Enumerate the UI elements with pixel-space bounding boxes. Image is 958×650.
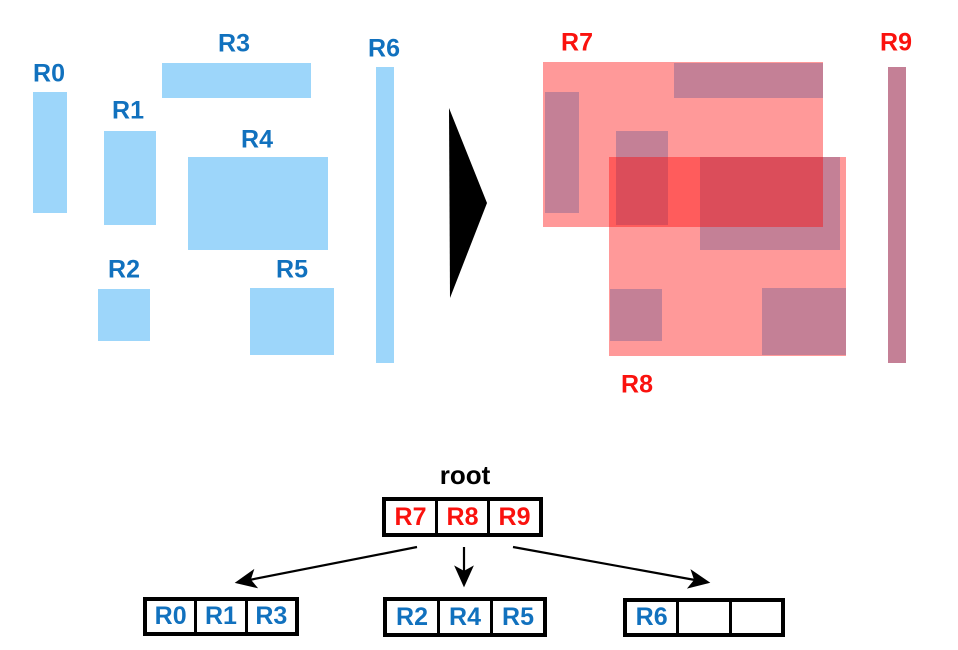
left-rect-label-R5: R5	[276, 255, 308, 284]
left-rect-label-R6: R6	[368, 34, 400, 63]
left-rect-R4	[188, 157, 328, 250]
tree-cell-R6: R6	[635, 603, 668, 631]
right-rect-R4	[700, 157, 840, 250]
overlay-R9	[888, 67, 906, 363]
tree-cell-empty	[676, 602, 728, 633]
left-rect-label-R3: R3	[218, 29, 250, 58]
right-rect-R3	[674, 63, 823, 98]
overlay-R8	[609, 157, 846, 356]
tree-cell-R5: R5	[490, 601, 543, 633]
left-rect-R3	[162, 63, 311, 98]
tree-cell-R7: R7	[394, 502, 427, 531]
right-rect-R1	[616, 131, 668, 225]
tree-cell-empty	[728, 602, 781, 633]
overlay-label-R7: R7	[561, 28, 593, 57]
tree-cell-R2: R2	[396, 602, 428, 631]
left-rect-R1	[104, 131, 156, 225]
tree-cell-R8: R8	[435, 501, 487, 533]
right-rect-R6	[888, 67, 906, 363]
tree-edge-arrow-1	[234, 545, 418, 589]
left-rect-R0	[33, 92, 67, 213]
tree-cell-R3: R3	[244, 601, 295, 632]
right-rect-R5	[762, 288, 846, 355]
left-rect-R6	[376, 67, 394, 363]
tree-cell-R0: R0	[154, 602, 187, 630]
tree-edge-arrow-3	[512, 545, 711, 589]
right-rect-R2	[610, 289, 662, 341]
left-rect-label-R4: R4	[241, 125, 273, 154]
overlay-R7	[543, 62, 823, 227]
tree-root-label: root	[439, 460, 491, 490]
tree-cell-R4: R4	[437, 601, 490, 633]
left-rect-R5	[250, 288, 334, 355]
tree-leaf-node-3: R6	[623, 598, 785, 637]
overlay-label-R9: R9	[880, 28, 912, 57]
left-rect-label-R2: R2	[108, 255, 140, 284]
tree-cell-R9: R9	[487, 501, 539, 533]
left-rect-label-R1: R1	[112, 96, 144, 125]
right-rect-R0	[545, 92, 579, 213]
transform-arrow-icon	[449, 108, 487, 298]
tree-cell-R1: R1	[194, 601, 244, 632]
left-rect-label-R0: R0	[33, 59, 65, 88]
overlay-label-R8: R8	[621, 370, 653, 399]
left-rect-R2	[98, 289, 150, 341]
